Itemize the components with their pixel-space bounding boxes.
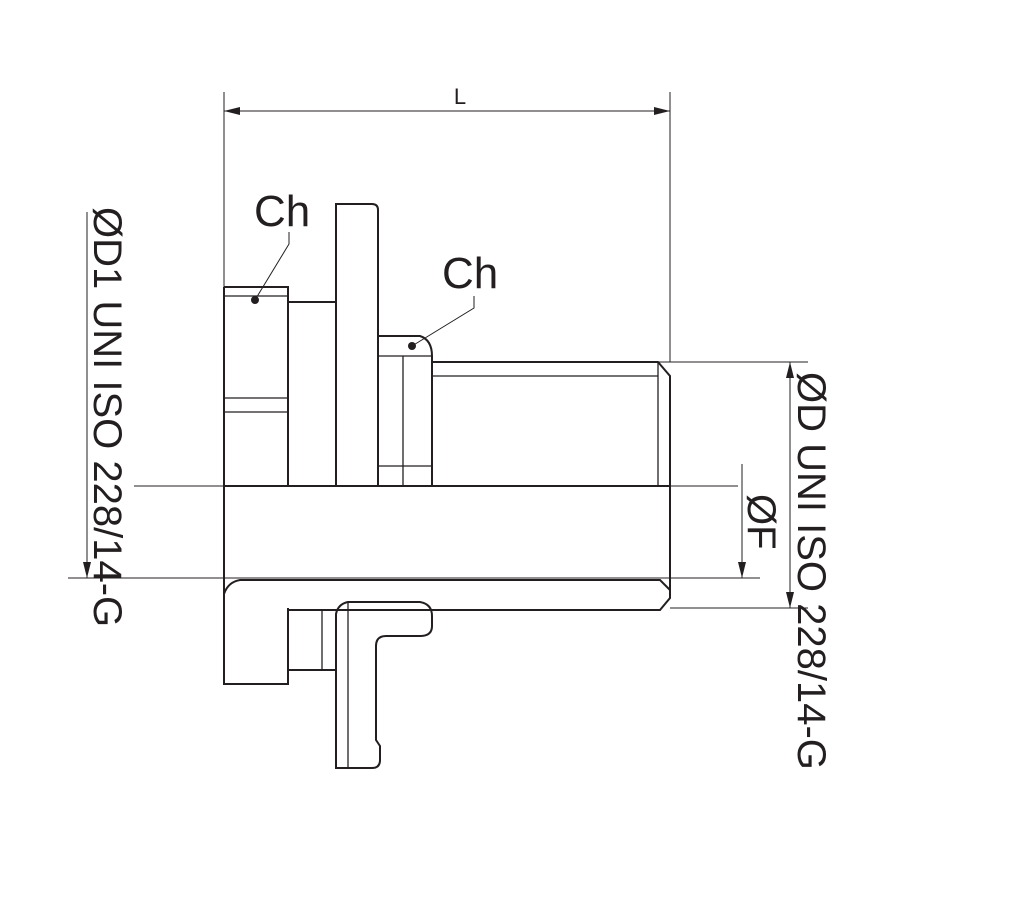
leader-chamfer-left [254, 232, 290, 301]
label-d-thread: ØD UNI ISO 228/14-G [789, 372, 833, 770]
chamfer-callout-left: Ch [251, 187, 310, 304]
leader-dot-left [251, 296, 259, 304]
dimension-d1: ØD1 UNI ISO 228/14-G [83, 207, 129, 627]
label-f-bore: ØF [739, 494, 783, 550]
left-hex-body [223, 286, 289, 486]
flange-lower [335, 601, 433, 769]
neck-lower [287, 610, 336, 671]
leader-chamfer-right [411, 296, 475, 347]
right-hex-body [378, 335, 433, 486]
dimension-l: L [224, 84, 670, 115]
dimension-f: ØF [738, 464, 783, 578]
chamfer-callout-right: Ch [408, 249, 498, 350]
flange-upper [335, 203, 379, 486]
arrow-l-right [654, 107, 670, 115]
label-d1-thread: ØD1 UNI ISO 228/14-G [85, 207, 129, 627]
arrow-f-bottom [738, 562, 746, 578]
bore-body [223, 486, 671, 685]
arrow-l-left [224, 107, 240, 115]
arrow-d-top [786, 362, 794, 378]
bore-lower-thread [223, 579, 671, 595]
fitting-upper-half [223, 203, 671, 487]
neck [288, 301, 337, 486]
arrow-d-bottom [786, 592, 794, 608]
fitting-lower-half [223, 486, 671, 769]
extension-lines [68, 92, 808, 609]
arrow-d1-bottom [83, 562, 91, 578]
dimension-d: ØD UNI ISO 228/14-G [786, 362, 833, 770]
label-chamfer-left: Ch [254, 187, 310, 236]
label-l: L [454, 84, 466, 109]
threaded-spigot-upper [432, 361, 671, 486]
label-chamfer-right: Ch [442, 249, 498, 298]
leader-dot-right [408, 342, 416, 350]
